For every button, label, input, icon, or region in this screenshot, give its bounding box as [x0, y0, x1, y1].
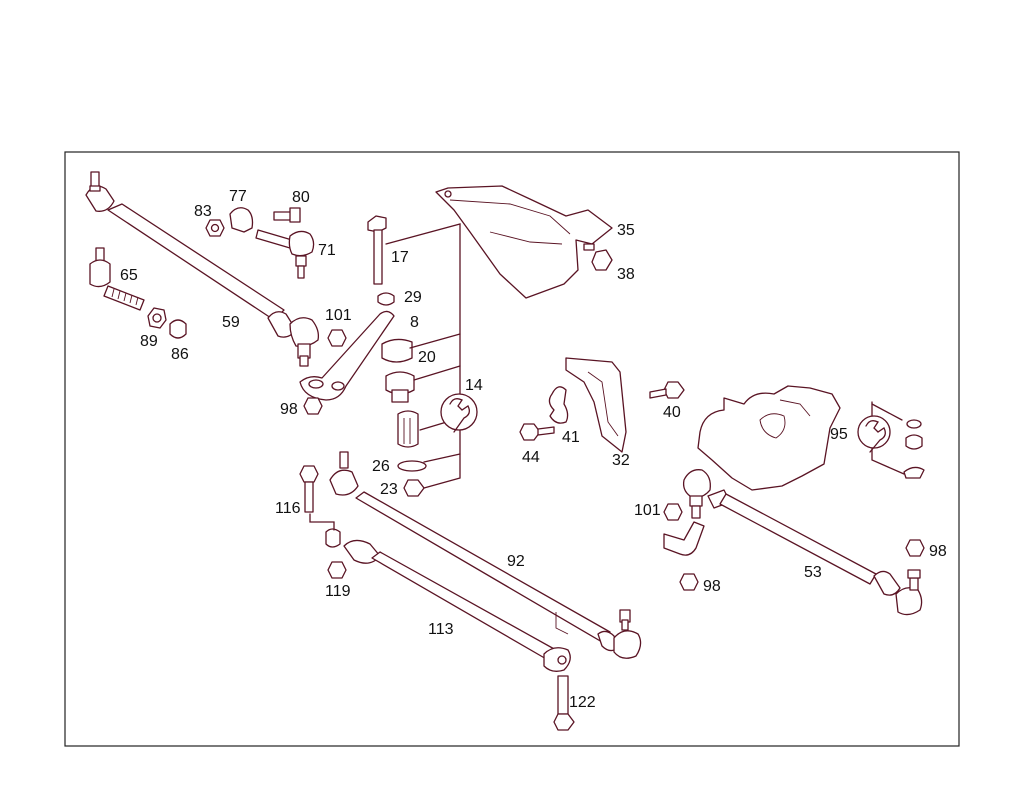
callout-98-right: 98	[929, 543, 947, 560]
tie-rod-53	[682, 469, 923, 616]
splined-shaft	[397, 410, 419, 448]
callout-53: 53	[804, 564, 822, 581]
bolt-38-shank	[583, 243, 595, 251]
callout-40: 40	[663, 404, 681, 421]
bracket-leader-26	[423, 453, 461, 463]
bolt-hole	[444, 190, 452, 198]
ball-joint-71	[255, 229, 315, 279]
callout-119: 119	[325, 583, 351, 600]
nut-38	[591, 249, 613, 271]
steering-box-detail	[759, 413, 786, 439]
callout-77: 77	[229, 188, 247, 205]
callout-113: 113	[428, 621, 454, 638]
callout-83: 83	[194, 203, 212, 220]
washer-26	[397, 460, 427, 472]
clip-95	[903, 466, 925, 479]
nut-101-right	[663, 503, 683, 521]
pitman-arm-lower	[663, 521, 705, 556]
nut-98-right	[905, 539, 925, 557]
bracket-leader-8	[413, 365, 461, 381]
callout-29: 29	[404, 289, 422, 306]
callout-122: 122	[569, 694, 596, 711]
washer-95	[906, 419, 922, 429]
tie-rod-59	[85, 171, 320, 367]
nut-119	[327, 561, 347, 579]
screw-40	[649, 381, 685, 399]
callout-35: 35	[617, 222, 635, 239]
callout-8: 8	[410, 314, 419, 331]
nut-83-bore	[210, 223, 220, 233]
bushing-77	[229, 207, 254, 233]
bushing-86	[169, 319, 187, 339]
drag-link-113	[325, 528, 571, 672]
clip-41	[548, 386, 569, 424]
callout-20: 20	[418, 349, 436, 366]
bolt-80	[273, 207, 301, 223]
callout-65: 65	[120, 267, 138, 284]
skid-plate-35	[435, 185, 613, 299]
callout-89: 89	[140, 333, 158, 350]
washer-29	[377, 292, 395, 306]
nut-98-lower	[679, 573, 699, 591]
callout-86: 86	[171, 346, 189, 363]
steering-box-detail-2	[779, 399, 811, 417]
callout-101-left: 101	[325, 307, 352, 324]
nut-89-bore	[152, 313, 162, 323]
spacer-20	[381, 338, 413, 363]
tie-rod-end-65	[89, 247, 145, 311]
bearing-cap-neck	[391, 389, 409, 403]
bolt-17	[367, 215, 387, 285]
bolt-116	[299, 465, 319, 513]
callout-116: 116	[275, 500, 301, 517]
bracket-leader-20	[409, 333, 461, 349]
callout-14: 14	[465, 377, 483, 394]
bushing-95	[905, 434, 923, 450]
nut-23	[403, 479, 425, 497]
callout-17: 17	[391, 249, 409, 266]
steering-box	[697, 385, 841, 491]
screw-44	[519, 423, 555, 441]
callout-101-right: 101	[634, 502, 661, 519]
group-bracket	[385, 223, 461, 489]
callout-38: 38	[617, 266, 635, 283]
bolt-122	[553, 675, 575, 731]
callout-98-left: 98	[280, 401, 298, 418]
callout-44: 44	[522, 449, 540, 466]
diagram-frame	[64, 151, 960, 747]
callout-32: 32	[612, 452, 630, 469]
callout-71: 71	[318, 242, 336, 259]
bracket-32-edge	[587, 371, 619, 437]
pitman-arm-bore	[308, 379, 324, 389]
wrench-icon	[440, 393, 478, 433]
wrench-icon-95	[857, 415, 891, 453]
callout-23: 23	[380, 481, 398, 498]
callout-59: 59	[222, 314, 240, 331]
drag-link-92	[329, 451, 642, 659]
nut-98-left	[303, 397, 323, 415]
callout-80: 80	[292, 189, 310, 206]
callout-95: 95	[830, 426, 848, 443]
callout-41: 41	[562, 429, 580, 446]
callout-26: 26	[372, 458, 390, 475]
callout-98-lower: 98	[703, 578, 721, 595]
bracket-32	[565, 357, 627, 453]
bolt-116-leader	[309, 513, 335, 531]
wrench-95-leader	[871, 403, 903, 421]
pitman-arm-bore-2	[331, 381, 345, 391]
nut-101-left	[327, 329, 347, 347]
callout-92: 92	[507, 553, 525, 570]
